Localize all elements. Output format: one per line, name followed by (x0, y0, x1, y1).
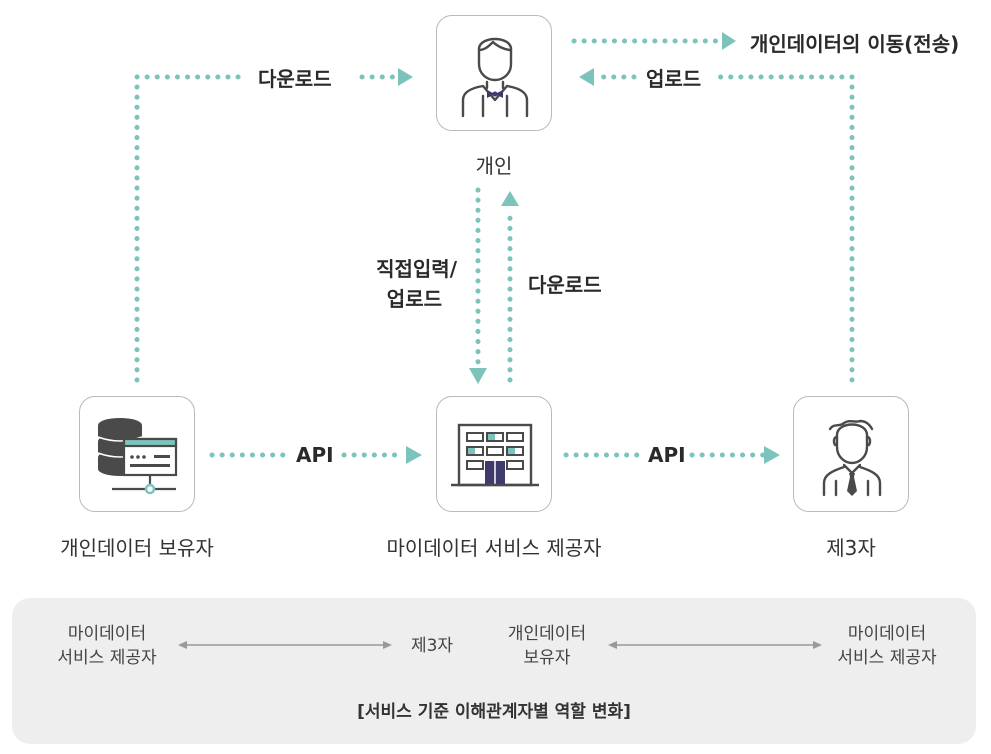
transfer-arrowhead (722, 32, 736, 50)
individual-label: 개인 (475, 154, 513, 178)
panel-right-a-line1: 개인데이터 (507, 624, 587, 644)
left-download-arrowhead (398, 68, 413, 86)
person-with-bowtie-icon (461, 37, 529, 118)
panel-left-a-line2: 서비스 제공자 (57, 648, 157, 668)
left-download-label: 다운로드 (258, 67, 332, 91)
panel-left-a: 마이데이터 서비스 제공자 (32, 622, 182, 670)
role-change-panel: 마이데이터 서비스 제공자 제3자 개인데이터 보유자 마이데이터 서비스 제공… (12, 598, 976, 744)
panel-right-a-line2: 보유자 (523, 648, 571, 668)
direct-input-arrowhead (469, 368, 487, 384)
panel-left-a-line1: 마이데이터 (67, 624, 147, 644)
panel-left-b: 제3자 (410, 636, 454, 656)
panel-right-b-line2: 서비스 제공자 (837, 648, 937, 668)
center-download-label: 다운로드 (528, 273, 602, 297)
third-party-node (793, 396, 909, 512)
transfer-label: 개인데이터의 이동(전송) (750, 32, 960, 56)
office-building-icon (451, 423, 539, 487)
mydata-provider-node (436, 396, 552, 512)
api-left-arrowhead (406, 446, 422, 464)
person-with-tie-icon (822, 419, 882, 497)
panel-right-b-line1: 마이데이터 (847, 624, 927, 644)
data-holder-label: 개인데이터 보유자 (60, 536, 214, 560)
direct-input-label-line1: 직접입력/ (376, 257, 457, 281)
panel-caption: [서비스 기준 이해관계자별 역할 변화] (357, 702, 631, 722)
mydata-provider-label: 마이데이터 서비스 제공자 (386, 536, 602, 560)
panel-arrows (178, 641, 822, 649)
direct-input-label-line2: 업로드 (386, 287, 442, 311)
data-holder-node (79, 396, 195, 512)
api-right-label: API (648, 443, 686, 467)
right-upload-arrowhead (579, 68, 594, 86)
api-left-label: API (296, 443, 334, 467)
third-party-label: 제3자 (826, 536, 876, 560)
panel-right-a: 개인데이터 보유자 (492, 622, 602, 670)
api-right-arrowhead (764, 446, 780, 464)
panel-right-b: 마이데이터 서비스 제공자 (812, 622, 962, 670)
center-download-arrowhead (501, 191, 519, 206)
left-download-line (134, 74, 251, 383)
right-upload-label: 업로드 (646, 67, 702, 91)
right-upload-line (715, 74, 855, 383)
database-server-icon (97, 418, 178, 495)
individual-node (436, 15, 552, 131)
